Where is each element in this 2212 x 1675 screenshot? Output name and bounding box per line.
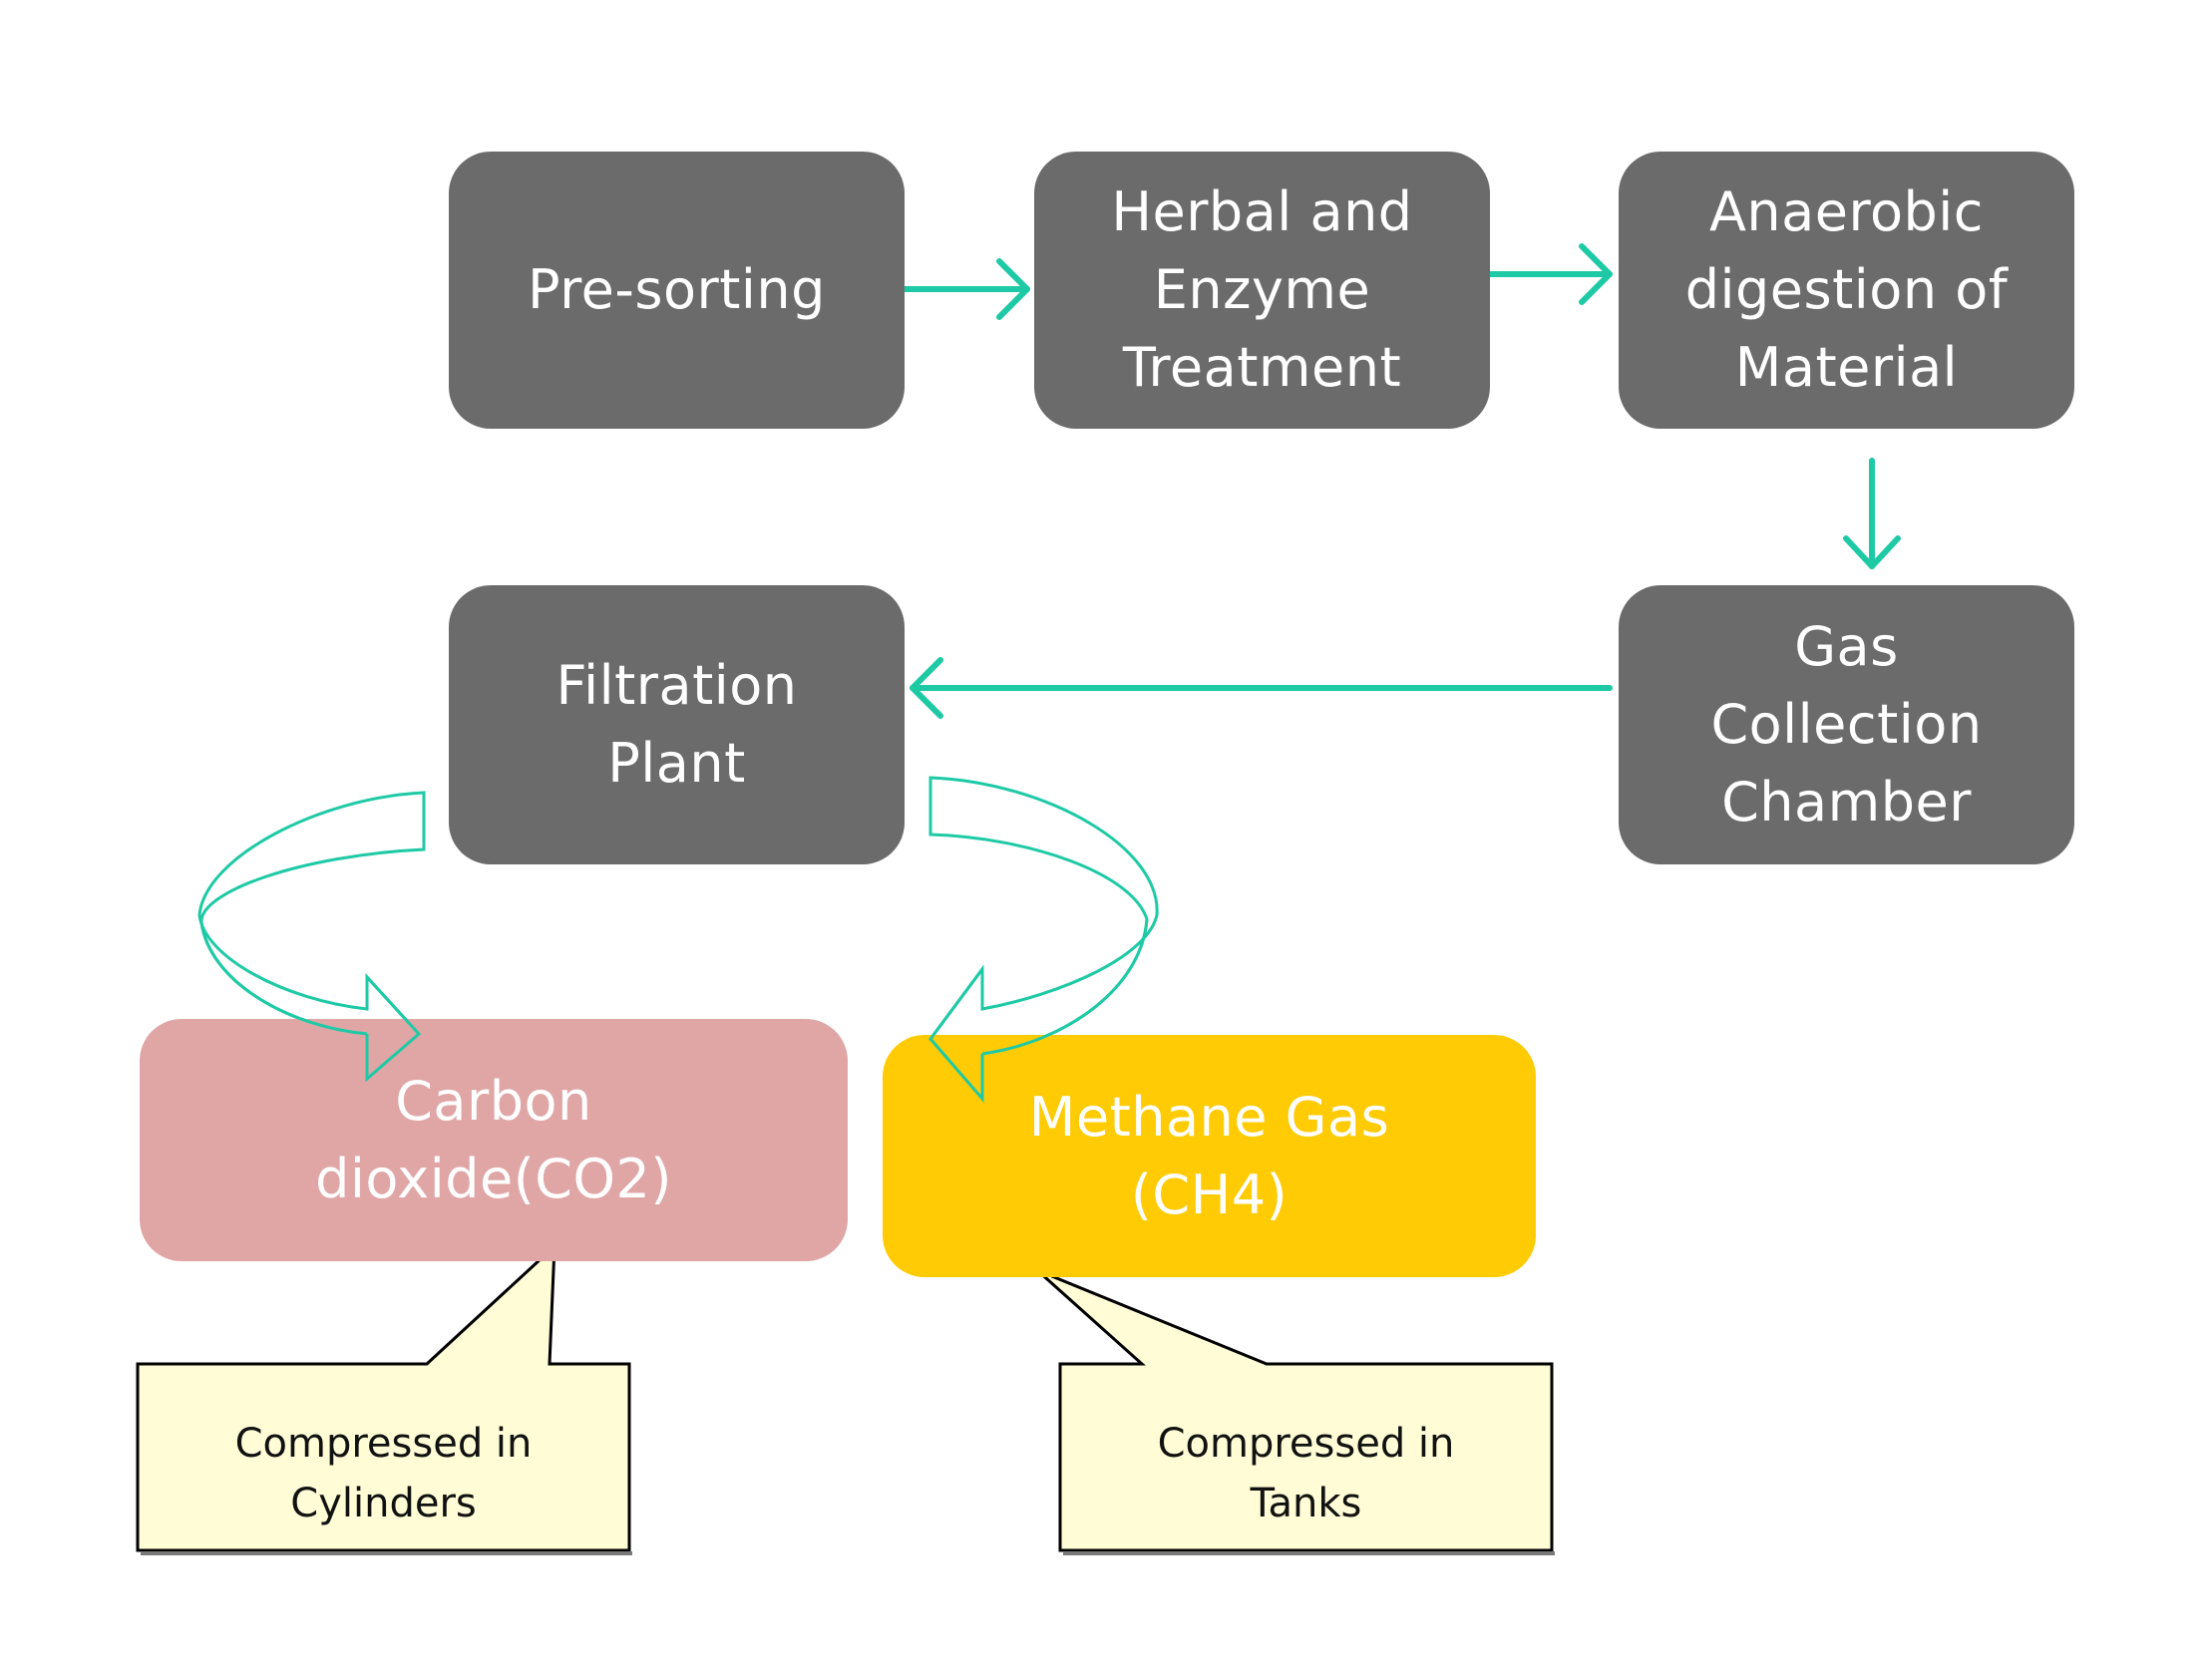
callout-co2-text: Compressed in Cylinders	[234, 1421, 533, 1526]
node-presorting-label: Pre-sorting	[528, 258, 826, 321]
node-anaerobic-digestion-label: Anaerobic digestion of Material	[1684, 180, 2009, 399]
node-carbon-dioxide[interactable]: Carbon dioxide(CO2)	[140, 1019, 848, 1261]
node-gas-collection-chamber-label: Gas Collection Chamber	[1710, 615, 1983, 834]
arrow-anaerobic-to-gas-collection	[1843, 458, 1901, 569]
node-gas-collection-chamber[interactable]: Gas Collection Chamber	[1619, 585, 2074, 864]
node-presorting[interactable]: Pre-sorting	[449, 152, 905, 429]
arrow-presorting-to-herbal	[902, 258, 1030, 320]
callout-methane-text: Compressed in Tanks	[1157, 1421, 1455, 1526]
callout-bubble-co2	[136, 1242, 631, 1552]
node-herbal-enzyme-treatment-label: Herbal and Enzyme Treatment	[1111, 180, 1413, 399]
arrow-gas-collection-to-filtration	[910, 657, 1613, 719]
node-carbon-dioxide-label: Carbon dioxide(CO2)	[315, 1069, 672, 1210]
node-anaerobic-digestion[interactable]: Anaerobic digestion of Material	[1619, 152, 2074, 429]
node-filtration-plant-label: Filtration Plant	[555, 654, 798, 795]
node-methane-gas-label: Methane Gas (CH4)	[1028, 1085, 1390, 1226]
node-herbal-enzyme-treatment[interactable]: Herbal and Enzyme Treatment	[1034, 152, 1490, 429]
node-methane-gas[interactable]: Methane Gas (CH4)	[883, 1035, 1536, 1277]
callout-bubble-methane	[1035, 1268, 1554, 1552]
arrow-herbal-to-anaerobic	[1487, 243, 1613, 305]
node-filtration-plant[interactable]: Filtration Plant	[449, 585, 905, 864]
